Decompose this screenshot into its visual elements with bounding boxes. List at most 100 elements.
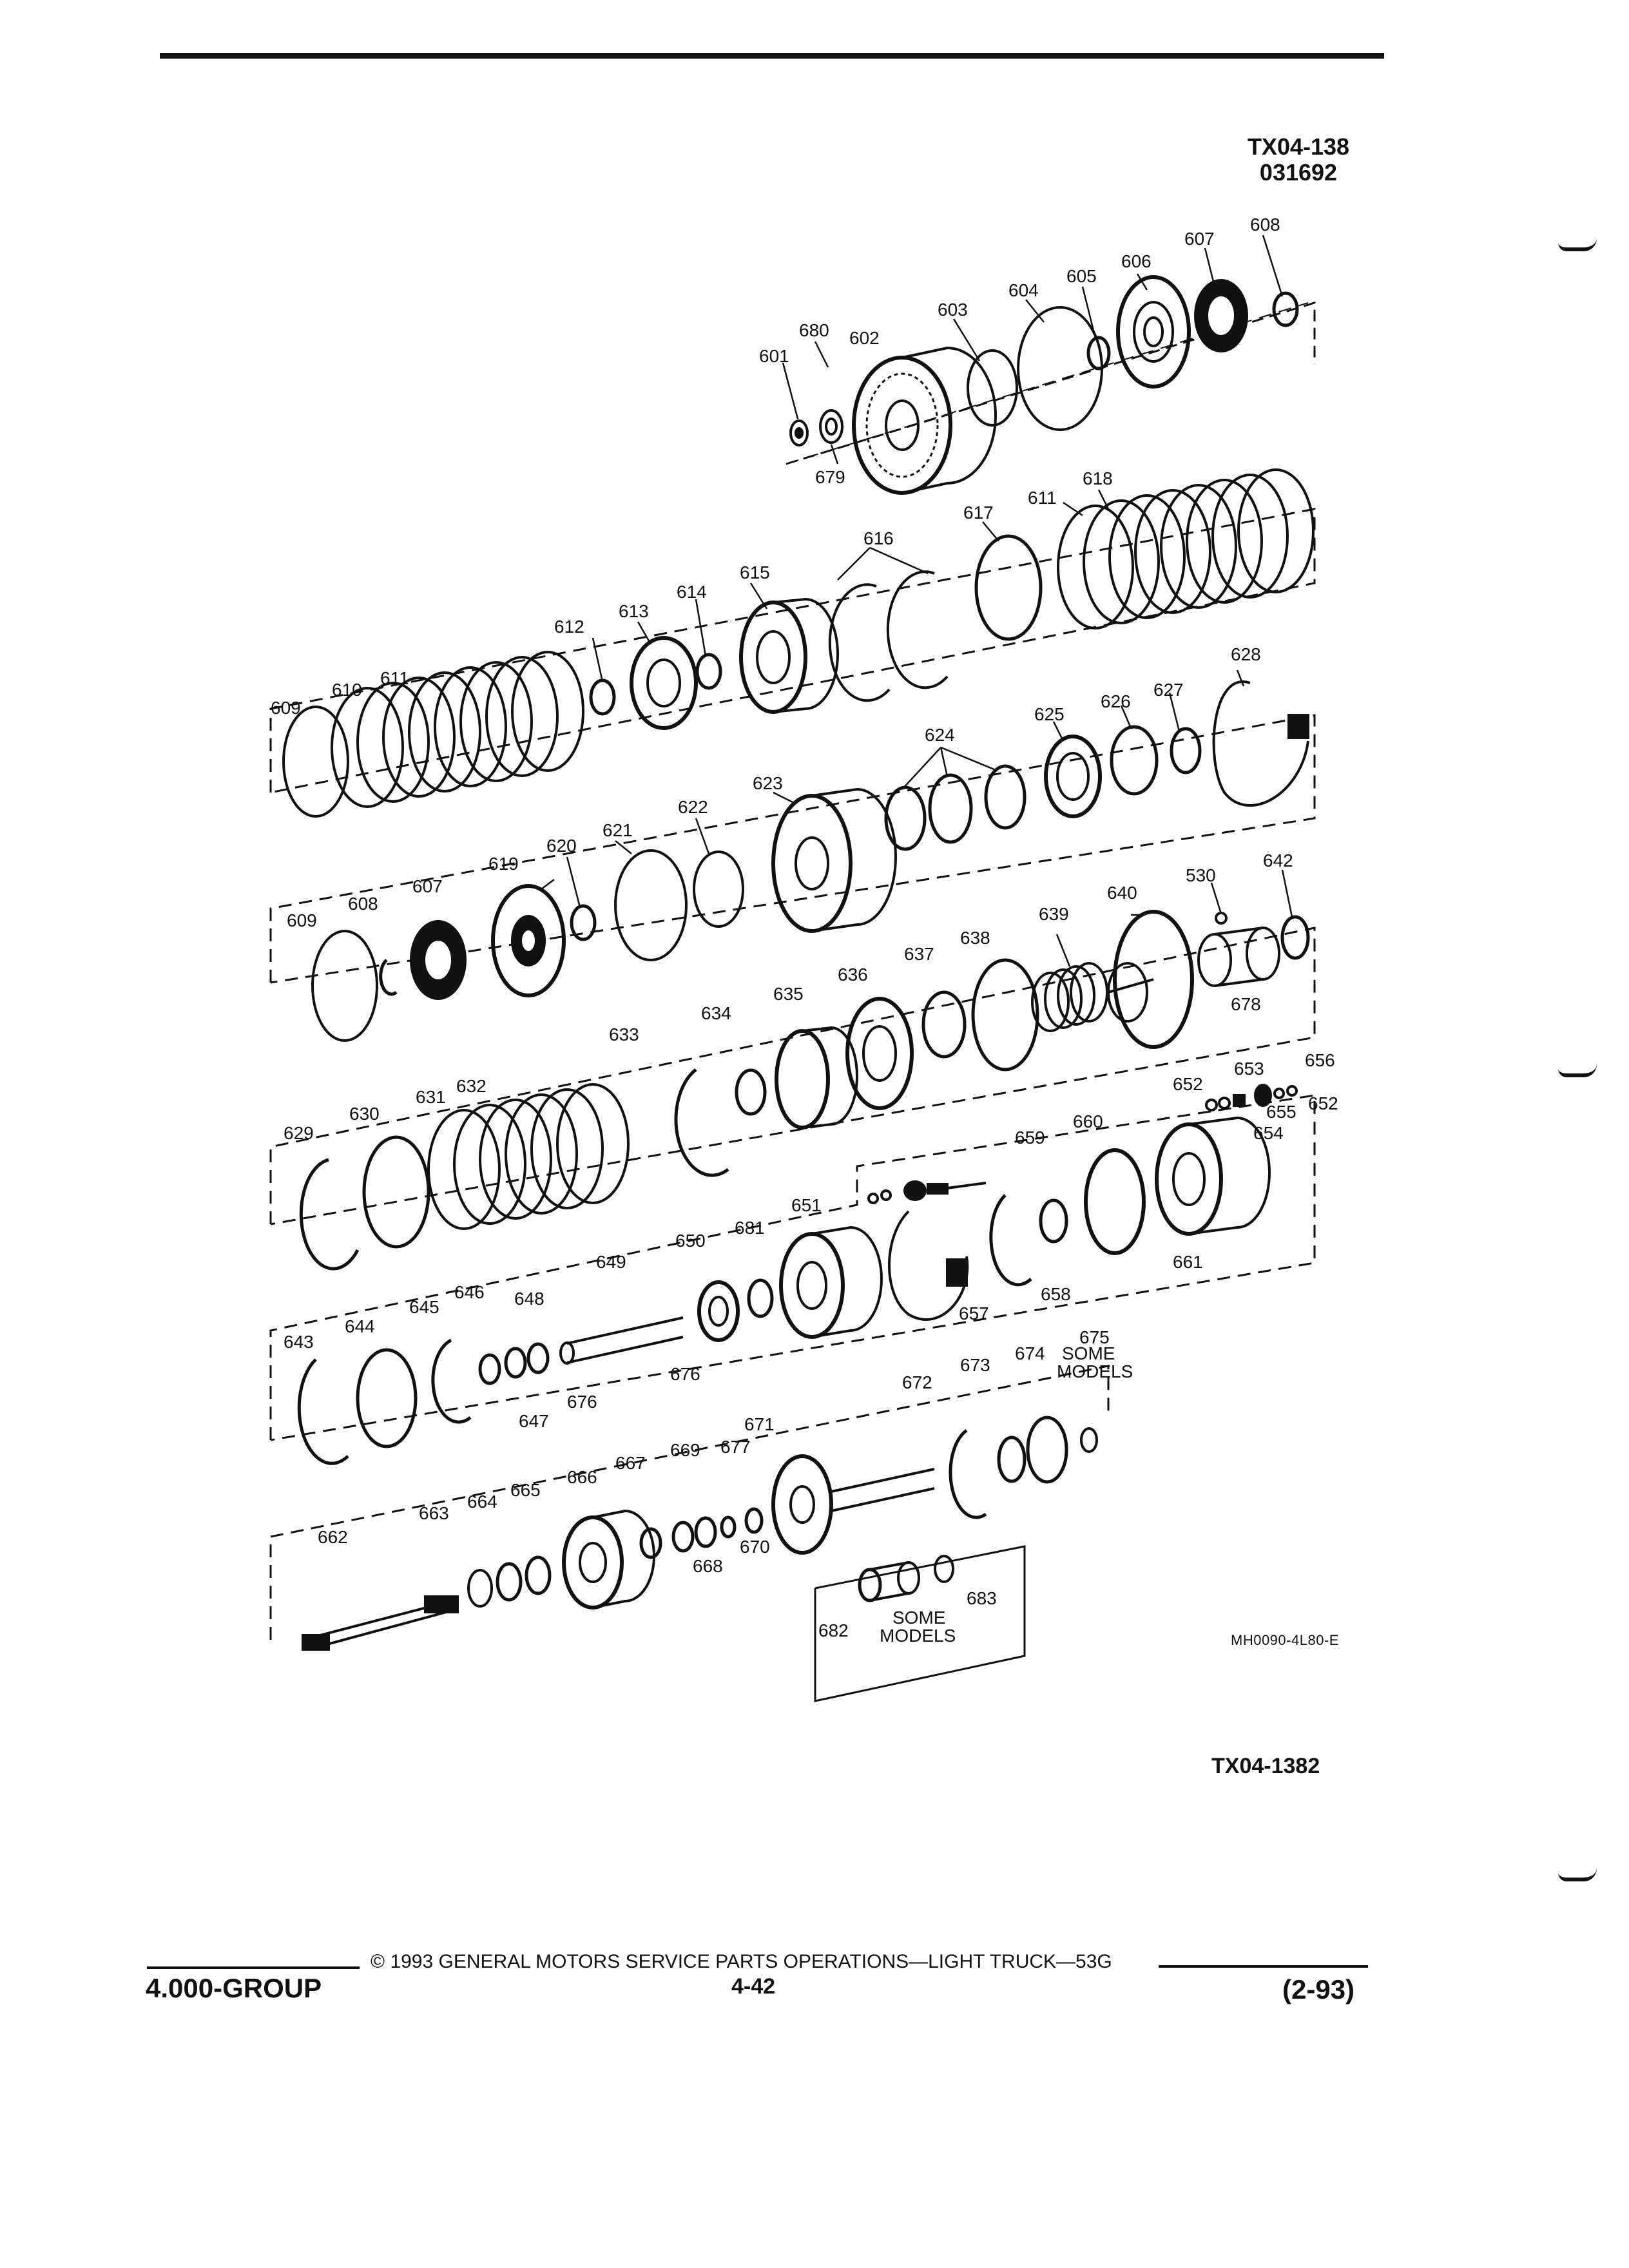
part-530-plug — [1215, 912, 1228, 925]
part-628-band — [1212, 680, 1309, 807]
callout-label: 601 — [759, 346, 789, 366]
part-664-ring — [496, 1562, 523, 1602]
callout-label: 677 — [720, 1437, 751, 1457]
part-683-ring — [934, 1555, 954, 1583]
footer-copyright: © 1993 GENERAL MOTORS SERVICE PARTS OPER… — [371, 1951, 1112, 1972]
figure-id-line1: TX04-138 — [1247, 133, 1350, 160]
callout-label: 613 — [619, 601, 649, 621]
part-623-drum — [771, 787, 897, 933]
part-625-gear — [1044, 735, 1102, 818]
part-671-carrier-shaft — [771, 1454, 935, 1555]
part-648-ring — [526, 1342, 550, 1374]
footer-group: 4.000-GROUP — [146, 1973, 322, 2003]
part-637-ring — [921, 990, 967, 1059]
callout-label: 626 — [1101, 691, 1131, 711]
part-613-gear — [630, 636, 698, 730]
callout-label: 616 — [863, 528, 894, 548]
part-668-ring — [671, 1521, 695, 1553]
part-612-ring — [589, 678, 616, 716]
callout-label: 652 — [1173, 1074, 1203, 1094]
part-610-611-clutch-pack — [331, 651, 584, 808]
part-675-ring — [1080, 1427, 1098, 1453]
callout-label: 660 — [1073, 1111, 1103, 1131]
part-670-ring — [720, 1515, 737, 1539]
callout-label: 670 — [740, 1537, 770, 1557]
callout-label: 629 — [284, 1123, 314, 1143]
part-621-ring — [614, 849, 688, 961]
part-663-washer — [467, 1569, 493, 1608]
callout-label: 609 — [287, 910, 317, 930]
callout-label: 608 — [1250, 215, 1280, 235]
callout-label: 655 — [1266, 1102, 1296, 1122]
part-638-ring — [971, 958, 1039, 1072]
footer-date: (2-93) — [1282, 1974, 1355, 2004]
part-603-ring — [967, 349, 1018, 427]
callout-label: 676 — [670, 1364, 700, 1384]
callout-label: 624 — [925, 725, 955, 745]
figure-id-line2: 031692 — [1259, 159, 1338, 186]
part-673-ring — [997, 1436, 1027, 1483]
part-652-656-small-parts — [1205, 1084, 1298, 1111]
part-624-bearings — [884, 764, 1027, 851]
callout-label: 632 — [456, 1076, 487, 1096]
callout-label: 678 — [1231, 994, 1261, 1014]
part-622-ring — [693, 850, 744, 928]
part-672-snap-ring — [949, 1428, 987, 1519]
callout-label: 643 — [284, 1332, 314, 1352]
part-650-bearing — [697, 1280, 740, 1342]
callout-label: 627 — [1153, 680, 1184, 700]
callout-label: 675 — [1079, 1327, 1110, 1347]
part-661-housing — [1155, 1116, 1271, 1236]
part-662-output-shaft — [302, 1595, 459, 1651]
callout-label: 663 — [419, 1503, 449, 1523]
callout-label: 666 — [567, 1467, 597, 1487]
part-617-ring — [974, 534, 1043, 641]
callout-label: 638 — [960, 928, 990, 948]
part-636-bearing-race — [845, 997, 914, 1110]
part-674-washer — [1026, 1416, 1068, 1484]
callout-label: 607 — [1184, 229, 1215, 249]
part-633-snap-ring — [674, 1068, 729, 1177]
part-658-snap-ring — [989, 1194, 1032, 1287]
callout-label: 665 — [510, 1480, 541, 1500]
callout-label: 648 — [514, 1289, 545, 1309]
callout-label: 612 — [554, 617, 584, 637]
callout-label: 634 — [701, 1003, 731, 1023]
part-660-ring — [1084, 1148, 1146, 1255]
part-601-washer — [789, 419, 809, 447]
callout-label: 642 — [1263, 850, 1293, 870]
callout-label: 610 — [332, 680, 362, 700]
callout-label: 630 — [349, 1104, 380, 1124]
part-631-632-clutch-pack — [427, 1083, 630, 1230]
part-609-plate — [282, 706, 349, 818]
callout-label: 645 — [409, 1297, 439, 1317]
callout-label: 658 — [1041, 1284, 1071, 1304]
part-616-snap-rings — [828, 570, 949, 702]
callout-label: 622 — [678, 797, 708, 817]
part-620-ring — [570, 904, 597, 941]
part-640-support — [1107, 910, 1194, 1049]
callout-label: 671 — [744, 1414, 775, 1434]
callout-label: 530 — [1186, 865, 1216, 885]
callout-label: 683 — [967, 1588, 997, 1608]
callout-label: 615 — [740, 562, 770, 582]
part-659-ring — [1039, 1198, 1068, 1244]
part-642-ring — [1280, 915, 1310, 960]
callout-label: 618 — [1083, 468, 1113, 488]
part-643-snap-ring — [297, 1358, 349, 1465]
margin-tick — [1558, 1064, 1597, 1077]
callout-label: 646 — [454, 1282, 485, 1302]
callout-label: 672 — [902, 1372, 932, 1392]
footer-page-number: 4-42 — [731, 1974, 776, 1999]
callout-label: SOME — [892, 1608, 945, 1628]
callout-label: 623 — [753, 773, 783, 793]
part-619-race — [491, 884, 566, 997]
callout-label: 664 — [467, 1492, 497, 1512]
figure-id: TX04-138 031692 — [1234, 134, 1363, 186]
callout-label: 606 — [1121, 251, 1152, 271]
callout-label: 604 — [1008, 280, 1039, 300]
part-667-ring — [639, 1527, 662, 1559]
callout-label: 617 — [963, 503, 994, 523]
callout-label: 644 — [345, 1316, 375, 1336]
callout-label: 633 — [609, 1024, 639, 1044]
